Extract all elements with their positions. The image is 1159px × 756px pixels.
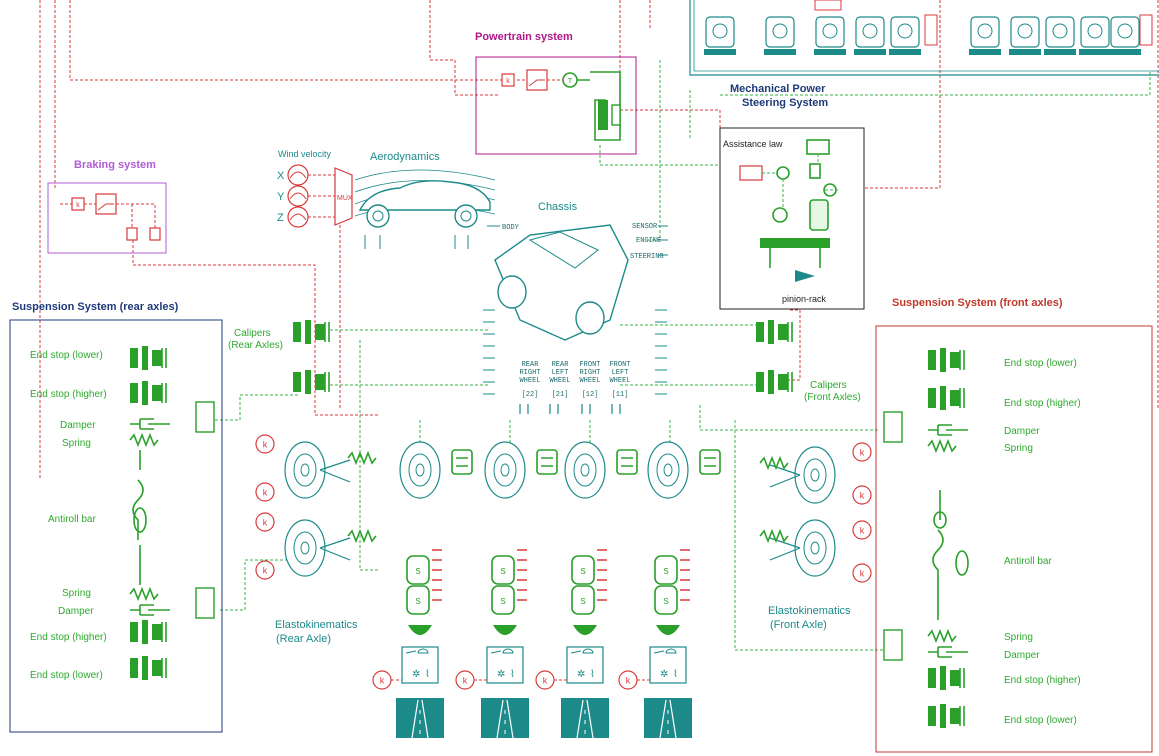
pinion-rack-label: pinion-rack [782,294,827,304]
rear-label-spring-2: Spring [62,588,91,599]
chassis-block: Chassis SENSOR ENGINE STEERING [483,201,668,395]
mux-label: MUX [337,195,353,202]
rear-label-endstop-lower-2: End stop (lower) [30,670,103,681]
calipers-front-line2: (Front Axles) [804,392,861,403]
wheel-col-line2: LEFT [552,369,569,377]
front-label-endstop-higher-1: End stop (higher) [1004,398,1081,409]
wheel-column-front-left: FRONT LEFT WHEEL [11] [609,361,630,399]
elastokinematics-front: Elastokinematics (Front Axle) [759,442,872,631]
wheel-column-rear-left: REAR LEFT WHEEL [21] [549,361,570,399]
wind-y-label: Y [277,191,285,203]
front-label-spring-1: Spring [1004,443,1033,454]
elasto-front-line1: Elastokinematics [768,605,851,617]
front-label-endstop-lower-2: End stop (lower) [1004,715,1077,726]
wheel-col-line1: FRONT [609,361,630,369]
rear-label-damper-2: Damper [58,606,94,617]
wheel-col-line2: RIGHT [519,369,540,377]
rear-label-damper-1: Damper [60,420,96,431]
calipers-front: Calipers (Front Axles) [755,319,861,403]
wheel-col-line3: WHEEL [579,377,600,385]
wheel-col-line2: RIGHT [579,369,600,377]
wheel-column-rear-right: REAR RIGHT WHEEL [22] [519,361,540,399]
calipers-rear: Calipers (Rear Axles) [228,319,330,395]
steering-system-block: Mechanical Power Steering System [689,0,1159,109]
wheel-col-index: [11] [612,391,629,399]
svg-text:k: k [76,202,80,209]
wheel-columns: REAR RIGHT WHEEL [22] REAR LEFT WHEEL [2… [519,361,631,414]
assistance-law-block: Assistance law pinion-rack [719,127,865,310]
braking-block: Braking system k [47,159,167,254]
elastokinematics-rear: Elastokinematics (Rear Axle) [255,434,377,645]
wheel-chain-front-left [618,441,721,739]
suspension-rear-block: Suspension System (rear axles) End stop … [9,301,223,733]
calipers-rear-line2: (Rear Axles) [228,340,283,351]
chassis-label: Chassis [538,201,578,213]
rear-label-endstop-higher-2: End stop (higher) [30,632,107,643]
wheel-col-line2: LEFT [612,369,629,377]
calipers-rear-line1: Calipers [234,328,271,339]
wheel-col-line3: WHEEL [609,377,630,385]
wheel-col-index: [21] [552,391,569,399]
steering-title-line1: Mechanical Power [730,83,826,95]
svg-text:k: k [506,78,510,85]
steering-title-line2: Steering System [742,97,828,109]
front-label-damper-1: Damper [1004,426,1040,437]
wheel-chain-front-right [535,441,638,739]
powertrain-block: Powertrain system k T [475,31,637,155]
suspension-front-title: Suspension System (front axles) [892,297,1063,309]
aerodynamics-block: Wind velocity X Y Z MUX Aerodynamics BOD… [277,149,520,249]
wheel-chain-rear-right [372,441,473,739]
chassis-port-engine: ENGINE [636,237,661,245]
tire-output-ports [432,549,690,601]
front-label-antiroll-bar: Antiroll bar [1004,556,1052,567]
rear-label-endstop-higher-1: End stop (higher) [30,389,107,400]
rear-label-endstop-lower-1: End stop (lower) [30,350,103,361]
elasto-front-line2: (Front Axle) [770,619,827,631]
rear-label-antiroll-bar: Antiroll bar [48,514,96,525]
suspension-front-block: Suspension System (front axles) End stop… [875,297,1153,753]
chassis-port-steering: STEERING [630,253,664,261]
aero-body-port: BODY [502,224,520,232]
wheel-col-line1: REAR [552,361,570,369]
assistance-law-label: Assistance law [723,139,783,149]
suspension-rear-title: Suspension System (rear axles) [12,301,179,313]
wheel-col-index: [12] [582,391,599,399]
front-label-endstop-higher-2: End stop (higher) [1004,675,1081,686]
chassis-port-sensor: SENSOR [632,223,658,231]
rear-label-spring-1: Spring [62,438,91,449]
wheel-col-line1: REAR [522,361,540,369]
svg-text:T: T [568,78,573,85]
wheel-col-index: [22] [522,391,539,399]
front-label-damper-2: Damper [1004,650,1040,661]
wind-z-label: Z [277,212,284,224]
wheel-col-line1: FRONT [579,361,600,369]
front-label-endstop-lower-1: End stop (lower) [1004,358,1077,369]
front-label-spring-2: Spring [1004,632,1033,643]
wind-velocity-label: Wind velocity [278,149,332,159]
elasto-rear-line1: Elastokinematics [275,619,358,631]
elasto-rear-line2: (Rear Axle) [276,633,331,645]
braking-title: Braking system [74,159,156,171]
wind-x-label: X [277,170,285,182]
aerodynamics-label: Aerodynamics [370,151,440,163]
calipers-front-line1: Calipers [810,380,847,391]
wheel-col-line3: WHEEL [549,377,570,385]
wheel-col-line3: WHEEL [519,377,540,385]
wheel-chain-rear-left [455,441,558,739]
wheel-column-front-right: FRONT RIGHT WHEEL [12] [579,361,600,399]
powertrain-title: Powertrain system [475,31,573,43]
